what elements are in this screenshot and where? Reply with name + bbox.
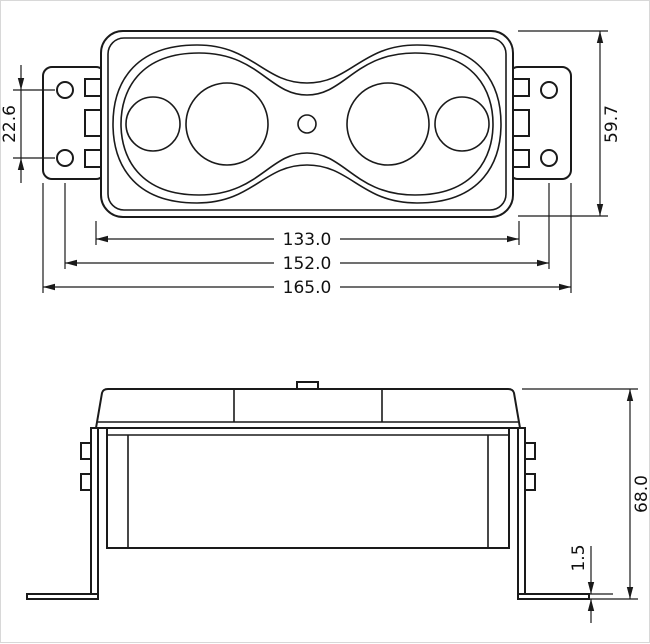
side-clips-right xyxy=(512,78,530,168)
front-view-dimensions: 68.0 1.5 xyxy=(522,388,650,623)
side-clips-left xyxy=(84,78,102,168)
dim-label-hole-pitch: 152.0 xyxy=(283,254,332,274)
center-sensor-hole xyxy=(297,114,317,134)
screw-hole-right-top xyxy=(540,81,558,99)
lens-right-small xyxy=(434,96,490,152)
dim-overall-width: 165.0 xyxy=(42,183,572,298)
bracket-plate-left xyxy=(90,427,99,595)
screw-hole-right-bottom xyxy=(540,149,558,167)
dim-body-height: 59.7 xyxy=(518,30,622,217)
screw-hole-left-bottom xyxy=(56,149,74,167)
lens-gasket-outer xyxy=(112,44,502,204)
dim-label-body-height: 59.7 xyxy=(602,105,622,143)
lens-left-large xyxy=(185,82,269,166)
bracket-foot-left xyxy=(26,593,99,600)
top-view-dimensions: 22.6 59.7 133.0 152.0 165.0 xyxy=(1,30,622,298)
dim-label-overall-height: 68.0 xyxy=(632,475,650,513)
dim-hole-pitch: 152.0 xyxy=(64,183,550,274)
lens-right-large xyxy=(346,82,430,166)
top-view xyxy=(42,30,572,218)
lens-left-small xyxy=(125,96,181,152)
housing-inner-edge xyxy=(107,37,507,211)
dim-label-lens-width: 133.0 xyxy=(283,230,332,250)
dim-foot-thickness: 1.5 xyxy=(569,544,613,623)
dim-overall-height: 68.0 xyxy=(522,388,650,600)
screw-hole-left-top xyxy=(56,81,74,99)
dim-label-hole-spacing: 22.6 xyxy=(1,105,20,143)
dim-label-overall-width: 165.0 xyxy=(283,278,332,298)
dim-lens-width: 133.0 xyxy=(95,221,520,250)
front-view xyxy=(26,381,590,600)
body-profile xyxy=(106,427,510,549)
body-inner-lines xyxy=(107,434,509,548)
bracket-foot-right xyxy=(517,593,590,600)
bracket-plate-right xyxy=(517,427,526,595)
dim-hole-spacing: 22.6 xyxy=(1,65,55,183)
front-clips xyxy=(80,442,536,491)
lens-cap-profile xyxy=(94,388,522,429)
lens-gasket-inner xyxy=(120,52,494,196)
dim-label-foot-thickness: 1.5 xyxy=(569,544,589,571)
lens-cap-segments xyxy=(98,390,518,423)
